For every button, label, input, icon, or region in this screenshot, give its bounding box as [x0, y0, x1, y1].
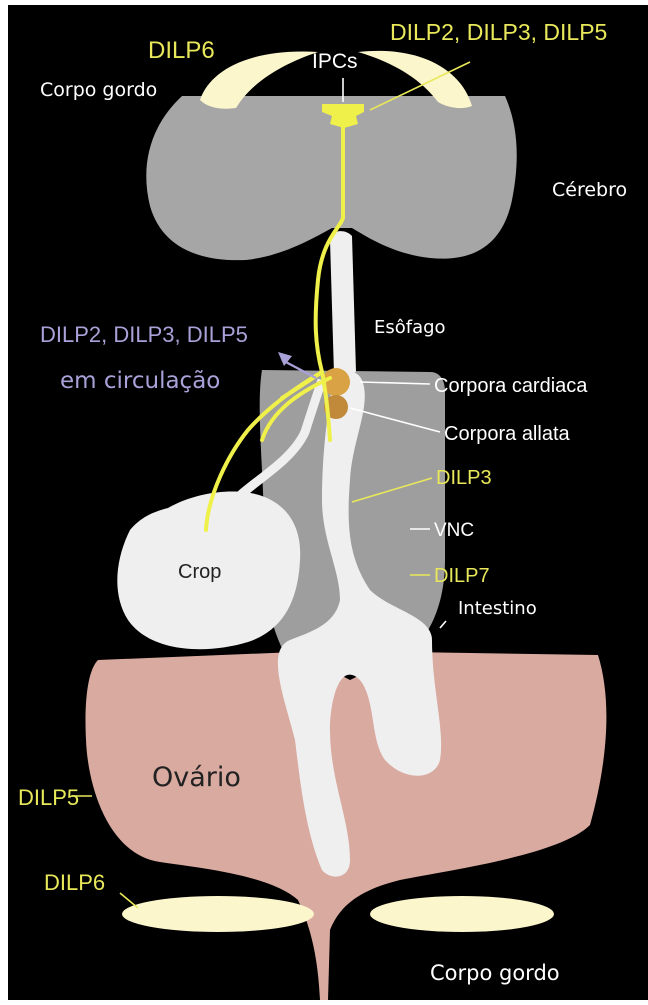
- label-cerebro: Cérebro: [552, 179, 627, 201]
- label-dilp5: DILP5: [18, 785, 79, 810]
- label-ipcs: IPCs: [312, 50, 358, 73]
- label-corpo-gordo-top: Corpo gordo: [40, 79, 157, 101]
- label-intestino: Intestino: [458, 598, 537, 619]
- fat-body-bottom-left: [122, 896, 314, 932]
- label-corpora-allata: Corpora allata: [444, 423, 571, 445]
- esophagus: [330, 231, 356, 374]
- label-dilp235-top: DILP2, DILP3, DILP5: [390, 19, 607, 45]
- label-vnc: VNC: [434, 520, 474, 541]
- label-corpo-gordo-bottom: Corpo gordo: [430, 961, 560, 985]
- label-ovario: Ovário: [152, 762, 241, 793]
- fat-body-bottom-right: [370, 896, 554, 932]
- label-dilp6-bottom: DILP6: [44, 870, 105, 895]
- label-dilp3: DILP3: [436, 467, 492, 489]
- label-crop: Crop: [178, 561, 221, 583]
- label-dilp235-circulation: DILP2, DILP3, DILP5: [40, 322, 248, 347]
- label-corpora-cardiaca: Corpora cardiaca: [434, 375, 588, 397]
- label-esofago: Esôfago: [374, 317, 446, 338]
- label-dilp7: DILP7: [434, 565, 490, 587]
- label-dilp6-top: DILP6: [148, 37, 215, 64]
- label-em-circulacao: em circulação: [60, 368, 220, 394]
